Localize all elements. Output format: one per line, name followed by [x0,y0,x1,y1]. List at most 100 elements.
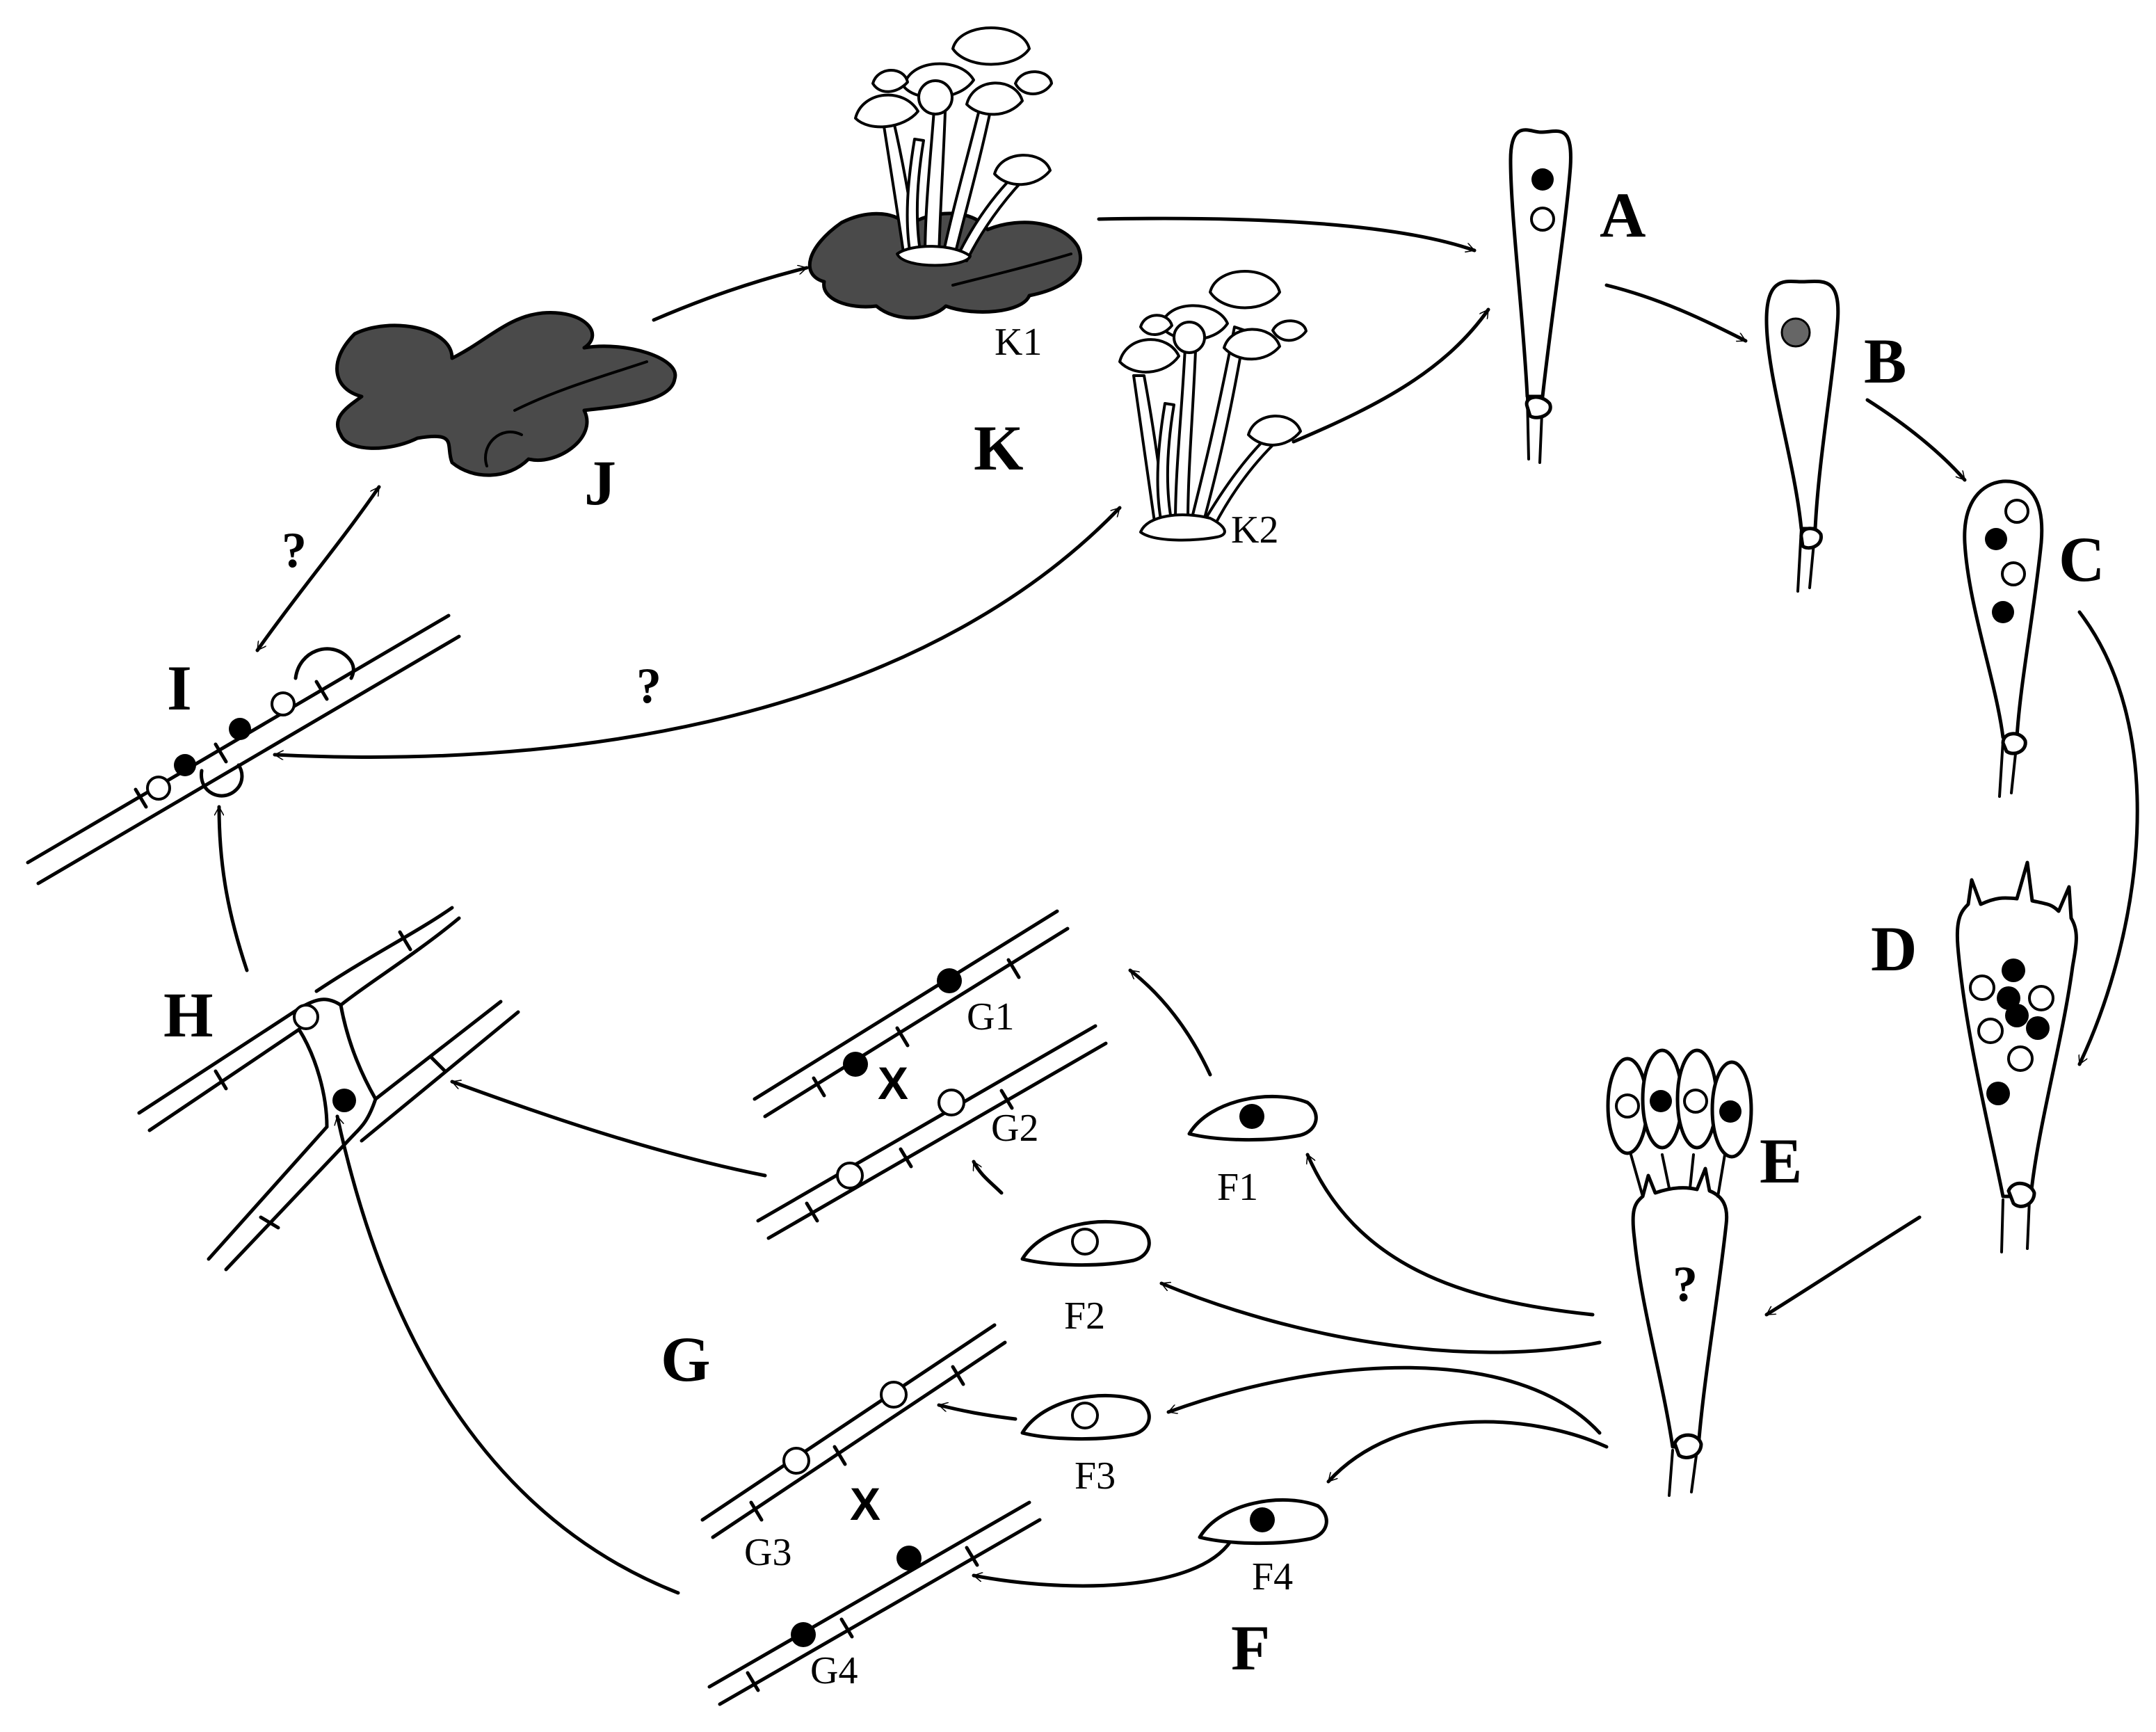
arrow-f3-to-g3 [937,1405,1017,1421]
cap-k1-1 [854,93,919,129]
sterigma-e-4 [1716,1153,1726,1198]
arrow-j-to-k1 [652,268,809,322]
label-f: F [1231,1612,1270,1683]
nucleus-a-white [1530,207,1555,232]
stipe-base-k1 [896,245,972,267]
hypha-h-bridge [297,1003,378,1129]
nucleus-f1 [1239,1104,1264,1129]
nucleus-g1-2 [937,968,962,993]
hypha-h-lower-c [360,1000,520,1143]
arrow-e-to-f1 [1305,1153,1595,1317]
mushroom-cluster-k1 [854,26,1053,267]
nucleus-g3-1 [782,1447,810,1475]
nucleus-e-3 [1683,1089,1708,1114]
arrow-g-to-h [450,1082,767,1178]
arrow-i-to-k2 [273,506,1122,757]
stage-d-sterigmata-basidium [1955,860,2078,1253]
label-h: H [163,979,214,1050]
cap-k2-8 [1139,314,1173,336]
nucleus-b-fused [1780,317,1811,348]
arrow-e-to-f4 [1326,1420,1609,1484]
stage-j-substrate [335,311,677,477]
arrow-f1-to-g1 [1128,968,1212,1077]
substrate-j-bump [484,431,523,467]
arrow-k1-to-a [1097,216,1477,250]
nucleus-g3-2 [880,1381,908,1409]
clamp-i-bottom [200,763,244,798]
label-e: E [1760,1125,1802,1196]
stipe-base-k2 [1139,513,1226,542]
marks: ? ? ? X X [282,522,1698,1530]
cap-k2-3 [1209,270,1281,310]
label-g4: G4 [810,1649,858,1692]
basidium-a-body [1509,128,1572,399]
stage-b-karyogamy-basidium [1764,279,1840,593]
basidium-e-stalk [1668,1449,1698,1497]
hypha-h-upper-c [314,906,461,1007]
cross-mark-g3-g4: X [850,1478,880,1530]
stage-e-spore-bearing-basidium [1606,1048,1753,1497]
nucleus-d-1 [2002,959,2025,982]
nucleus-d-4 [2028,985,2054,1011]
basidium-d-stalk [2000,1198,2031,1253]
basidium-c-clamp [2001,732,2027,755]
nucleus-g1-1 [843,1052,868,1077]
substrate-j-crease [513,360,648,412]
basidium-b-body [1764,279,1840,531]
nucleus-i-1 [146,776,171,801]
stage-labels: A B C D E F G H I J K [163,179,2105,1683]
cap-k2-7 [1173,321,1206,354]
clamp-i-top [293,647,355,680]
substrate-k1-crease [951,252,1072,287]
basidium-d-clamp [2006,1182,2036,1208]
label-k2: K2 [1231,508,1278,552]
hypha-g2 [756,1024,1108,1240]
arrow-c-to-d [2077,610,2139,1066]
label-g1: G1 [967,995,1014,1039]
cap-k1-6 [1014,70,1053,95]
label-c: C [2059,524,2105,595]
nucleus-h-black [332,1089,356,1112]
cap-k2-5 [1247,415,1302,447]
basidium-e-body [1631,1166,1729,1449]
nucleus-i-3 [229,718,251,740]
cap-k1-8 [871,69,909,93]
cycle-arrows [219,216,2139,1595]
sub-labels: K1 K2 F1 F2 F3 F4 G1 G2 G3 G4 [744,321,1293,1692]
arrow-b-to-c [1865,398,1967,482]
label-f1: F1 [1217,1166,1258,1209]
nucleus-g2-1 [836,1162,864,1189]
stipe-k2-3 [1189,326,1246,524]
basidium-a-clamp [1525,395,1552,419]
nucleus-d-2 [1969,975,1995,1001]
question-mark-e: ? [1673,1256,1698,1312]
cap-k1-5 [993,154,1052,186]
label-f4: F4 [1252,1555,1293,1598]
basidium-e-clamp [1673,1433,1703,1459]
stage-i-dikaryotic-hypha [26,614,461,885]
label-f2: F2 [1064,1294,1105,1338]
stage-h-hyphal-fusion [137,906,520,1272]
sterigma-e-2 [1661,1153,1671,1189]
sterigma-e-3 [1689,1153,1695,1189]
label-j: J [584,447,616,518]
label-a: A [1600,179,1646,250]
cap-k1-3 [951,26,1031,66]
hypha-g4 [707,1500,1042,1706]
label-g2: G2 [991,1107,1038,1150]
arrow-d-to-e [1764,1215,1922,1317]
label-g3: G3 [744,1531,791,1574]
cap-k2-1 [1118,338,1180,374]
basidium-b-clamp [1799,527,1823,550]
arrow-e-to-f2 [1159,1281,1602,1354]
hypha-g1 [753,909,1070,1118]
cap-k2-4 [1223,328,1281,361]
label-k: K [974,412,1024,483]
nucleus-f4 [1250,1507,1275,1532]
cap-k2-6 [1271,319,1308,342]
stage-a-young-basidium [1509,128,1572,464]
basidium-d-body [1955,860,2078,1198]
hypha-i-line-b [36,634,461,885]
cap-k1-4 [965,81,1024,116]
